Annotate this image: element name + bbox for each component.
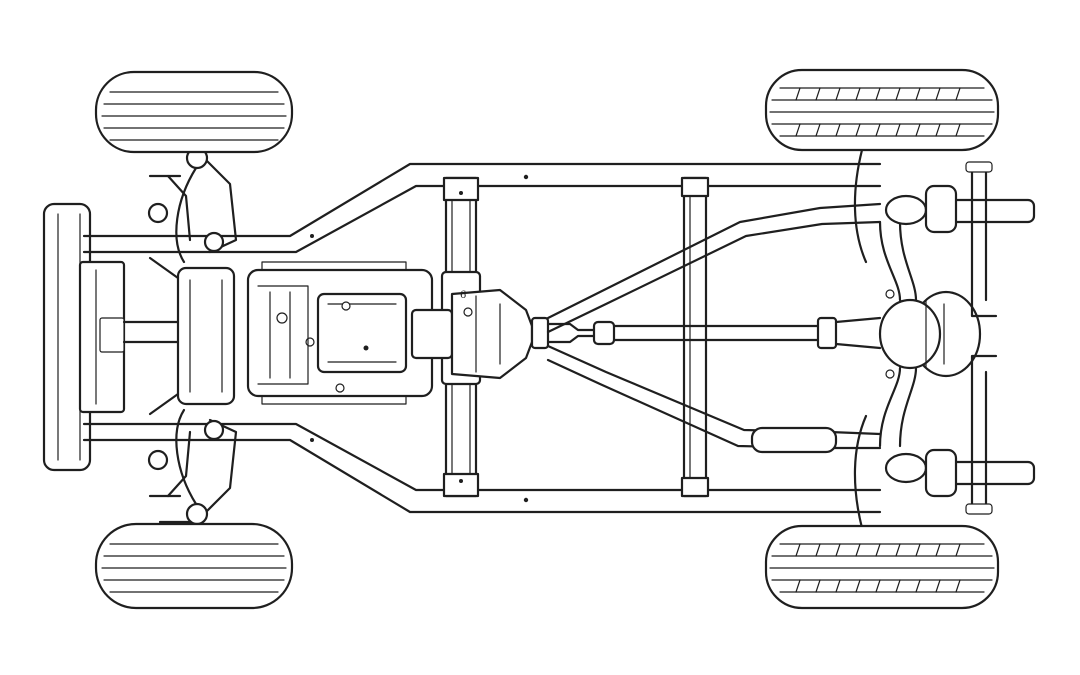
wheel-rear-left — [764, 68, 1000, 152]
wheel-rear-right — [764, 524, 1000, 610]
driveshaft — [530, 316, 838, 350]
frame-rails — [82, 162, 882, 514]
exhaust-system — [546, 202, 882, 454]
wheel-front-left — [94, 70, 294, 154]
gearbox-mark: 6 — [460, 290, 466, 301]
engine-block — [246, 261, 454, 405]
front-bumper — [42, 202, 126, 472]
wheel-front-right — [94, 522, 294, 610]
transmission: 6 — [450, 288, 534, 380]
crossmember-middle — [680, 176, 710, 498]
front-suspension — [122, 146, 238, 526]
rear-axle — [834, 148, 1036, 530]
